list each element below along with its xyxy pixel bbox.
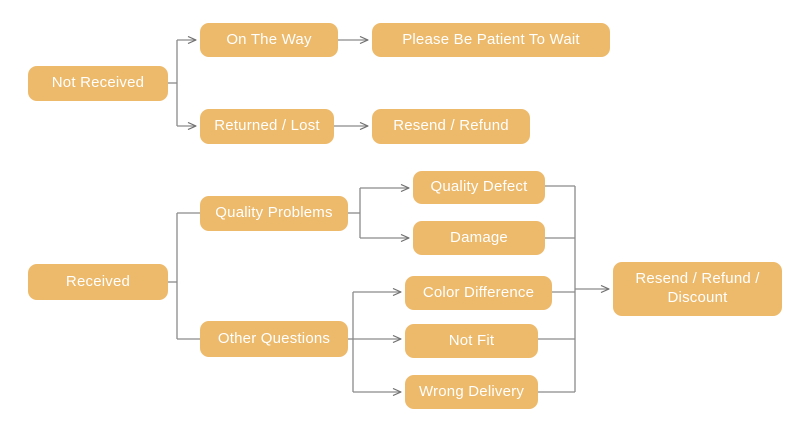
node-label: Please Be Patient To Wait <box>402 30 580 48</box>
node-label: Not Received <box>51 74 145 92</box>
node-label: On The Way <box>226 30 312 48</box>
node-resend-refund-discount[interactable]: Resend / Refund / Discount <box>613 262 782 316</box>
node-label: Not Fit <box>448 331 495 349</box>
node-on-the-way[interactable]: On The Way <box>200 23 338 57</box>
node-returned-lost[interactable]: Returned / Lost <box>200 109 334 144</box>
node-not-received[interactable]: Not Received <box>28 66 168 101</box>
node-label: Damage <box>450 228 508 246</box>
node-please-be-patient-to-wait[interactable]: Please Be Patient To Wait <box>372 23 610 57</box>
node-label: Resend / Refund / Discount <box>635 270 760 306</box>
node-damage[interactable]: Damage <box>413 221 545 255</box>
node-color-difference[interactable]: Color Difference <box>405 276 552 310</box>
node-resend-refund[interactable]: Resend / Refund <box>372 109 530 144</box>
node-other-questions[interactable]: Other Questions <box>200 321 348 357</box>
node-label: Wrong Delivery <box>418 382 525 400</box>
node-quality-problems[interactable]: Quality Problems <box>200 196 348 231</box>
node-received[interactable]: Received <box>28 264 168 300</box>
node-label: Resend / Refund <box>393 117 509 135</box>
node-label: Quality Problems <box>215 204 333 222</box>
node-not-fit[interactable]: Not Fit <box>405 324 538 358</box>
node-label: Color Difference <box>422 283 535 301</box>
node-label: Other Questions <box>217 329 331 347</box>
node-wrong-delivery[interactable]: Wrong Delivery <box>405 375 538 409</box>
node-label: Quality Defect <box>430 178 528 196</box>
node-label: Received <box>65 272 131 290</box>
node-quality-defect[interactable]: Quality Defect <box>413 171 545 204</box>
node-label: Returned / Lost <box>214 117 320 135</box>
